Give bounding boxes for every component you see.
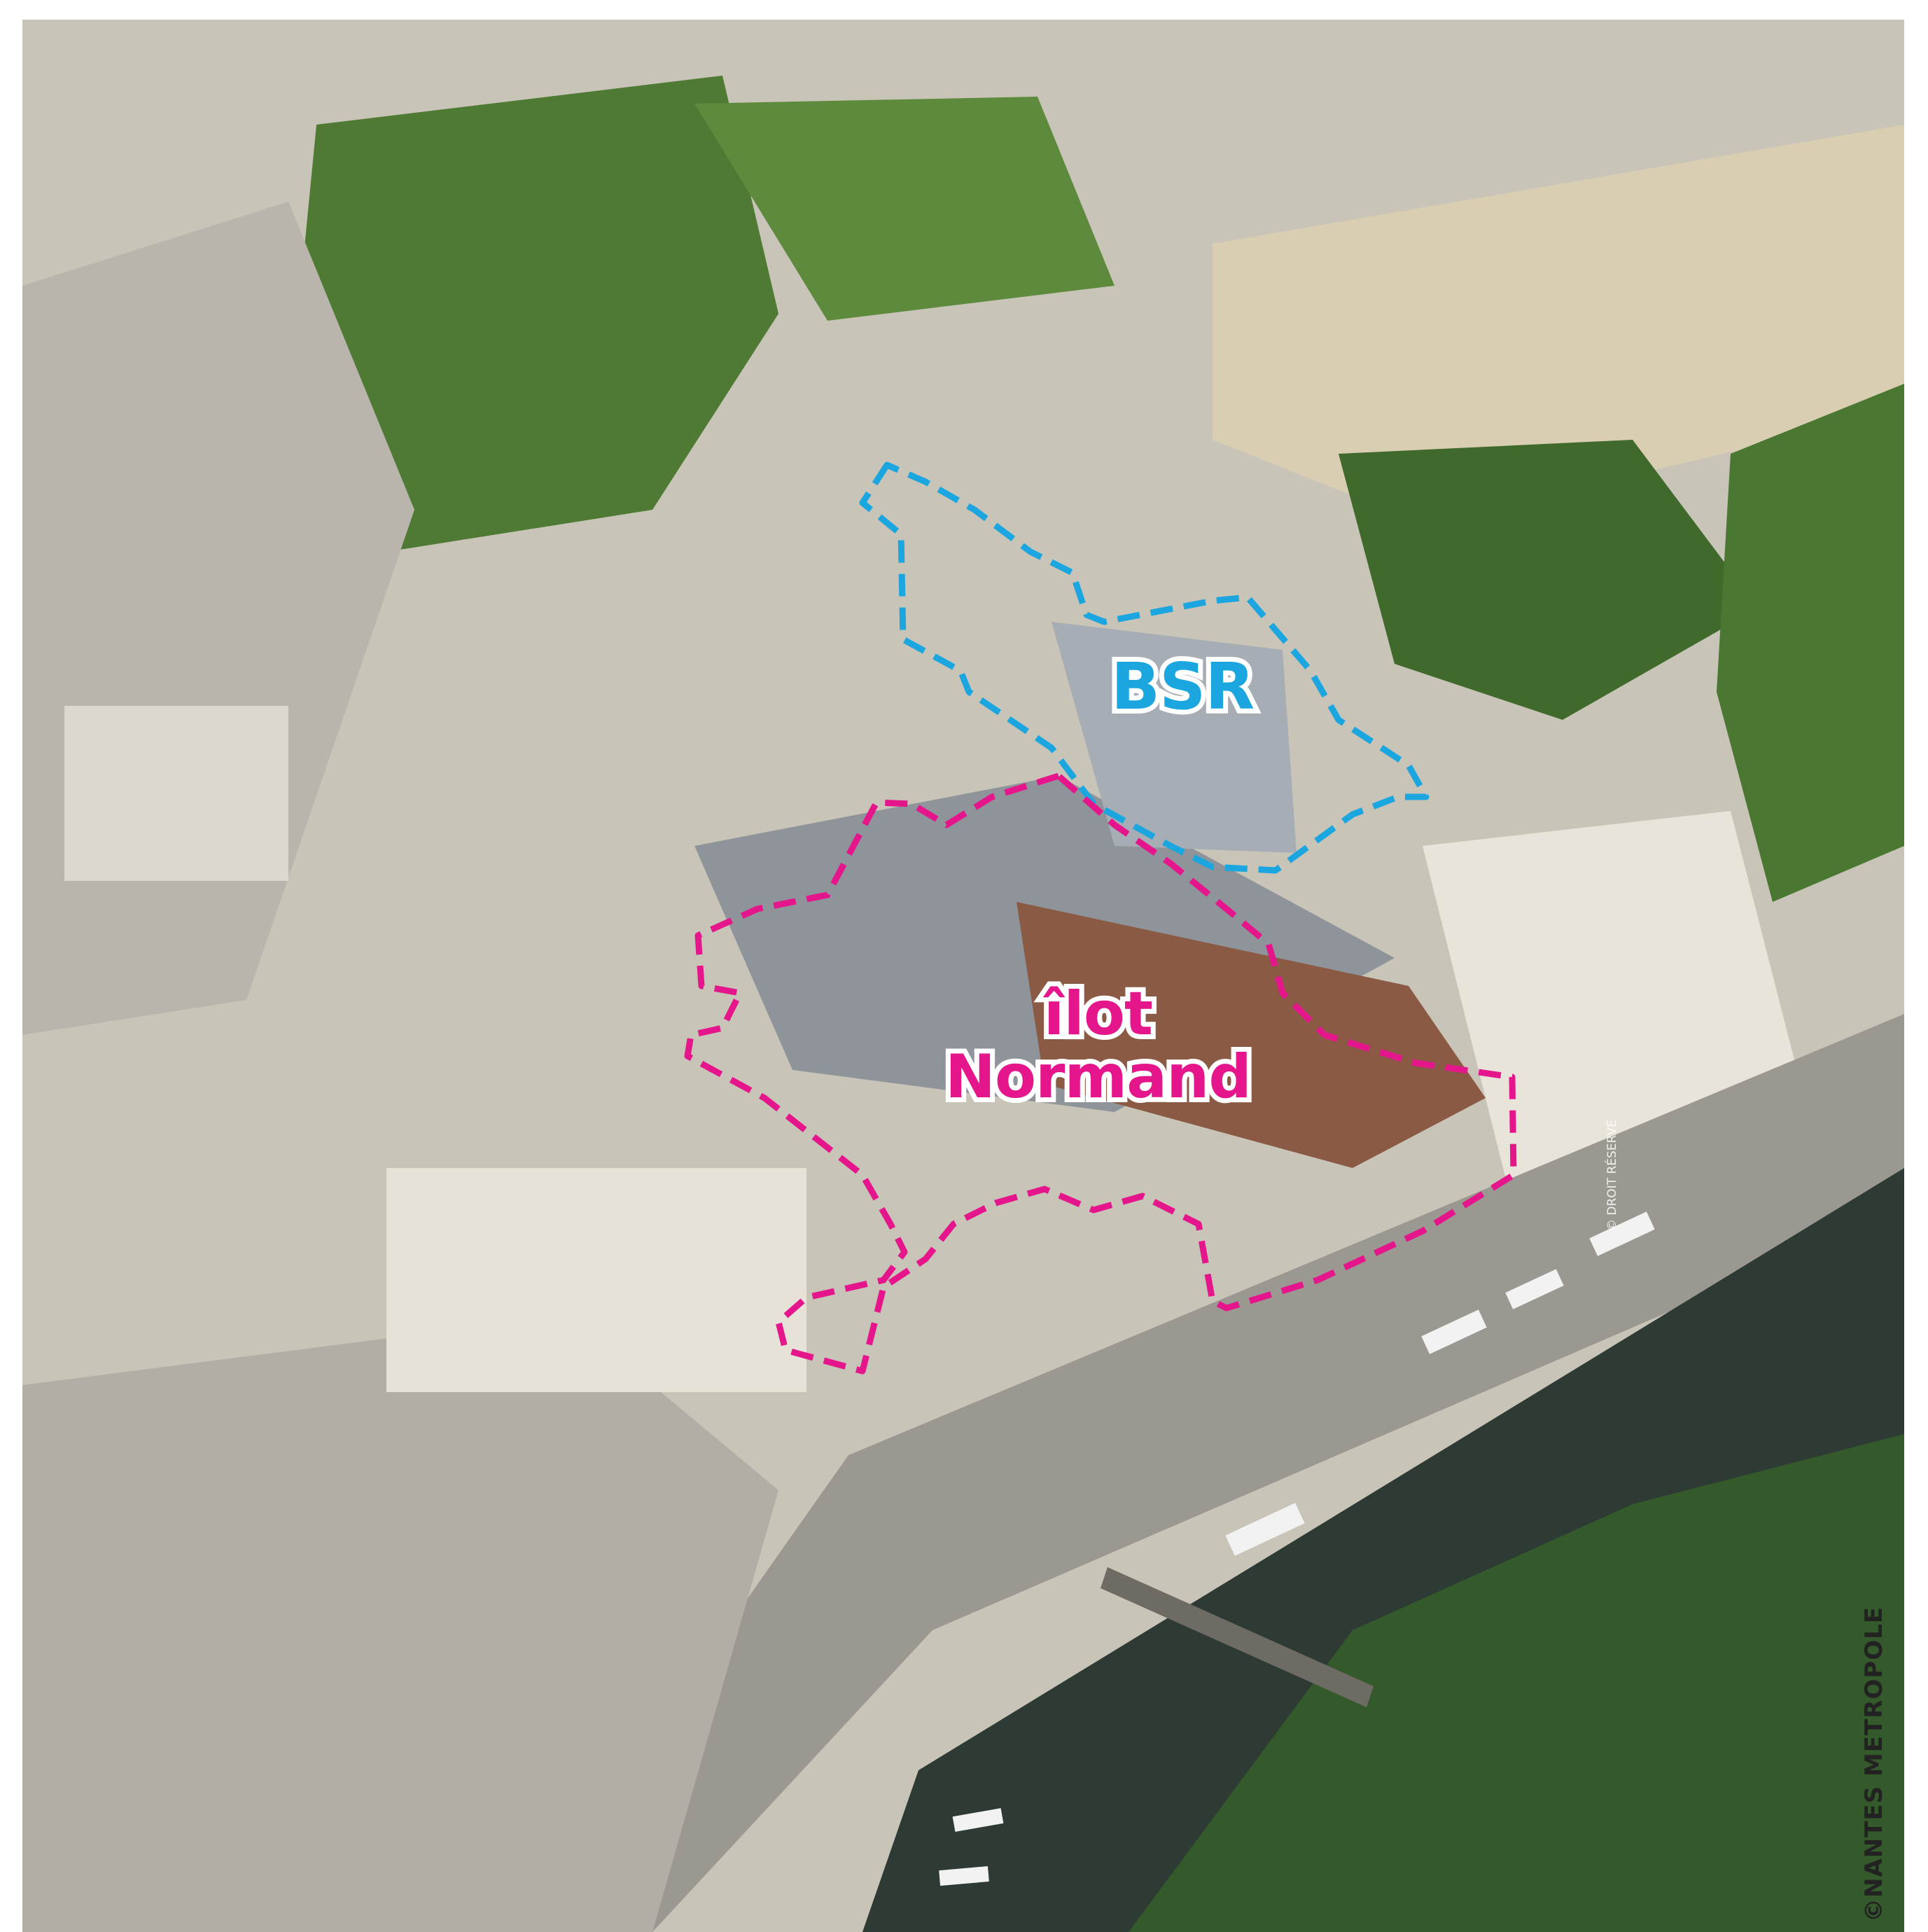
ilot-label-line1: îlot [1039, 978, 1158, 1051]
boat [1589, 1211, 1655, 1256]
buildings-bottom-left [22, 1315, 778, 1932]
river [862, 1168, 1904, 1932]
boat [939, 1865, 989, 1886]
white-block-center [386, 1168, 806, 1392]
ilot-label-line2: Normand [940, 1041, 1257, 1114]
copyright-droit-reserve: © DROIT RÉSERVÉ [1605, 1120, 1619, 1231]
trees-far-right [1717, 384, 1904, 902]
island-trees [1129, 1434, 1904, 1932]
ilot-normand-label: îlot Normand [940, 978, 1257, 1114]
boat [1505, 1269, 1564, 1309]
ilot-normand-boundary [684, 772, 1517, 1375]
bsr-boundary [859, 461, 1430, 874]
building-left-block [64, 706, 288, 881]
trees-right [1339, 440, 1759, 720]
aerial-photo: BSR îlot Normand © DROIT RÉSERVÉ [22, 20, 1904, 1932]
boat [952, 1808, 1004, 1832]
bsr-roof [1052, 622, 1297, 853]
garden-area [694, 97, 1115, 321]
wooded-slope [288, 76, 778, 552]
footbridge [1101, 1567, 1374, 1707]
boat [1421, 1309, 1487, 1354]
quay-road [512, 1014, 1904, 1932]
apartment-block-right [1423, 811, 1801, 1182]
copyright-nantes-metropole: ©NANTES METROPOLE [1860, 1606, 1888, 1922]
construction-site [1213, 125, 1904, 524]
brick-roof-hall [1017, 902, 1486, 1168]
aerial-scene [22, 20, 1904, 1932]
boat [1225, 1503, 1305, 1556]
bsr-label: BSR [1106, 648, 1259, 725]
boundary-overlay [684, 461, 1517, 1375]
